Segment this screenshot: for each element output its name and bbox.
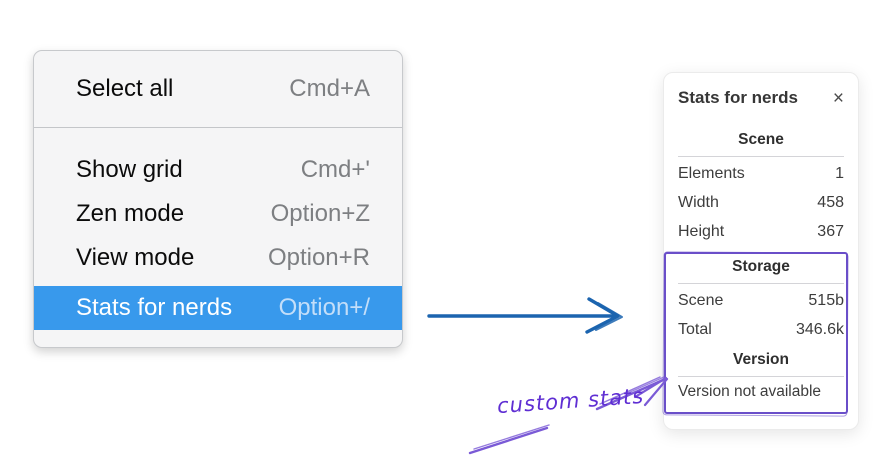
stat-value: 1	[835, 165, 844, 182]
menu-item-shortcut: Option+R	[267, 244, 370, 271]
menu-item-select-all[interactable]: Select all Cmd+A	[34, 51, 402, 127]
section-header-storage: Storage	[732, 258, 790, 275]
section-header-scene: Scene	[738, 131, 784, 148]
menu-item-label: View mode	[76, 244, 195, 271]
menu-item-label: Stats for nerds	[76, 294, 233, 321]
menu-item-shortcut: Option+/	[278, 294, 370, 321]
stat-row-width: Width 458	[678, 188, 844, 217]
menu-item-shortcut: Cmd+A	[289, 75, 370, 102]
stat-row-total-storage: Total 346.6k	[678, 315, 844, 344]
close-icon[interactable]: ×	[832, 87, 844, 109]
menu-item-shortcut: Cmd+'	[300, 156, 370, 183]
section-header-version: Version	[733, 351, 789, 368]
menu-item-show-grid[interactable]: Show grid Cmd+'	[34, 148, 402, 192]
menu-item-label: Zen mode	[76, 200, 185, 227]
stat-label: Width	[678, 194, 719, 211]
menu-item-stats-for-nerds[interactable]: Stats for nerds Option+/	[34, 286, 402, 330]
stat-row-scene-storage: Scene 515b	[678, 286, 844, 315]
stat-row-elements: Elements 1	[678, 159, 844, 188]
stat-label: Total	[678, 321, 712, 338]
section-divider	[678, 283, 844, 284]
menu-divider	[34, 127, 402, 128]
blue-arrow	[427, 297, 623, 334]
panel-title: Stats for nerds	[678, 88, 798, 107]
menu-item-shortcut: Option+Z	[270, 200, 370, 227]
stat-label: Scene	[678, 292, 724, 309]
stats-for-nerds-panel: Stats for nerds × Scene Elements 1 Width…	[663, 72, 859, 430]
context-menu: Select all Cmd+A Show grid Cmd+' Zen mod…	[33, 50, 403, 348]
menu-item-label: Show grid	[76, 156, 183, 183]
stat-label: Elements	[678, 165, 745, 182]
stat-label: Height	[678, 223, 725, 240]
section-divider	[678, 156, 844, 157]
stat-value: 458	[817, 194, 844, 211]
menu-item-label: Select all	[76, 75, 174, 102]
menu-item-zen-mode[interactable]: Zen mode Option+Z	[34, 192, 402, 236]
stat-value: 346.6k	[795, 321, 844, 338]
stat-value: 367	[817, 223, 844, 240]
version-status-text: Version not available	[678, 383, 822, 400]
stat-row-height: Height 367	[678, 217, 844, 246]
annotation-custom-stats: custom stats	[496, 383, 645, 419]
menu-item-view-mode[interactable]: View mode Option+R	[34, 236, 402, 280]
section-divider	[678, 376, 844, 377]
stat-value: 515b	[808, 292, 844, 309]
